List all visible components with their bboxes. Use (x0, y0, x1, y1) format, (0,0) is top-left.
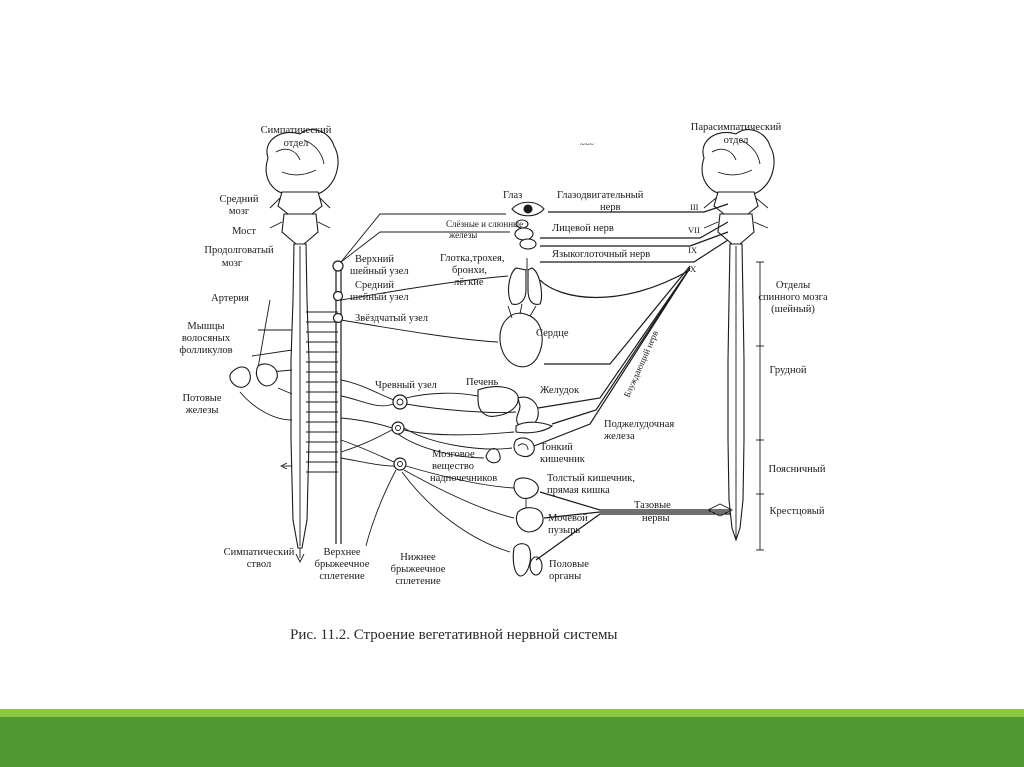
pancreas-label-1: Поджелудочная (604, 419, 674, 430)
pelvic-nerves-label-2: нервы (642, 513, 670, 524)
medulla-label-1: Продолговатый (204, 245, 274, 256)
throat-label-2: бронхи, (452, 265, 487, 276)
small-intestine (513, 437, 535, 458)
hair-muscles-label-1: Мышцы (187, 321, 224, 332)
sympathetic-brain (265, 129, 339, 245)
oculomotor-nerve-label-1: Глазодвигательный (557, 190, 644, 201)
nerve-numeral-x: X (690, 264, 696, 274)
eye-label: Глаз (503, 190, 522, 201)
bladder-label-1: Мочевой (548, 513, 588, 524)
pelvic-nerves-label-1: Тазовые (634, 500, 671, 511)
facial-nerve-label: Лицевой нерв (552, 223, 614, 234)
footer-accent-stripe (0, 709, 1024, 717)
sweat-glands-label-2: железы (184, 405, 218, 416)
preganglionic-fibers (340, 379, 395, 467)
midbrain-label-1: Средний (220, 194, 259, 205)
nerve-numeral-vii: VII (688, 225, 700, 235)
oculomotor-nerve-label-2: нерв (600, 202, 621, 213)
celiac-ganglion-label: Чревный узел (375, 380, 437, 391)
heart (499, 303, 543, 368)
sacral-section-label: Крестцовый (770, 506, 825, 517)
spinal-sections-label-3: (шейный) (771, 304, 815, 315)
sup-mesenteric-label-1: Верхнее (323, 547, 360, 558)
sympathetic-title-1: Симпатический (261, 125, 332, 136)
liver (477, 386, 519, 417)
autonomic-nervous-system-diagram: ~~~ Симпатический отдел Средний мозг Мос… (179, 122, 828, 643)
stellate-ganglion-label: Звёздчатый узел (355, 313, 428, 324)
bladder (515, 507, 544, 533)
ganglion-chain (306, 311, 338, 473)
hair-muscles-label-2: волосяных (182, 333, 231, 344)
scan-mark: ~~~ (580, 139, 594, 149)
inf-mesenteric-label-1: Нижнее (400, 552, 436, 563)
genital-organs (512, 543, 543, 577)
small-intestine-label-2: кишечник (540, 454, 586, 465)
genital-label-2: органы (549, 571, 581, 582)
adrenal-label-2: вещество (432, 461, 474, 472)
upper-cervical-ganglion-label-1: Верхний (355, 254, 394, 265)
footer-bar (0, 717, 1024, 767)
genital-label-1: Половые (549, 559, 589, 570)
colon-rectum (513, 477, 539, 508)
figure-caption: Рис. 11.2. Строение вегетативной нервной… (290, 627, 618, 643)
adrenal-label-1: Мозговое (432, 449, 475, 460)
parasympathetic-nerves (533, 203, 734, 561)
throat-label-3: лёгкие (454, 277, 484, 288)
glands-label-2: железы (448, 230, 477, 240)
eye (511, 201, 545, 217)
hair-muscles-label-3: фолликулов (179, 345, 232, 356)
artery-label: Артерия (211, 293, 249, 304)
colon-label-2: прямая кишка (547, 485, 610, 496)
lacrimal-salivary-glands (514, 219, 537, 250)
glossopharyngeal-nerve-label: Языкоглоточный нерв (552, 249, 650, 260)
spinal-section-brackets (756, 261, 764, 551)
spinal-sections-label-1: Отделы (776, 280, 810, 291)
lungs (507, 258, 543, 305)
medulla-label-2: мозг (222, 258, 243, 269)
heart-label: Сердце (536, 328, 569, 339)
colon-label-1: Толстый кишечник, (547, 473, 635, 484)
lumbar-section-label: Поясничный (769, 464, 826, 475)
liver-label: Печень (466, 377, 499, 388)
pancreas-label-2: железа (603, 431, 635, 442)
inf-mesenteric-label-3: сплетение (395, 576, 441, 587)
adrenal-label-3: надпочечников (430, 473, 497, 484)
bladder-label-2: пузырь (548, 525, 580, 536)
middle-cervical-ganglion-label-2: шейный узел (350, 292, 409, 303)
thoracic-section-label: Грудной (770, 365, 807, 376)
parasympathetic-title-2: отдел (724, 135, 749, 146)
nerve-numeral-ix: IX (688, 245, 697, 255)
sympathetic-trunk-label-1: Симпатический (224, 547, 295, 558)
abdominal-ganglia (391, 394, 408, 471)
pons-label: Мост (232, 226, 256, 237)
small-intestine-label-1: Тонкий (540, 442, 573, 453)
midbrain-label-2: мозг (229, 206, 250, 217)
spinal-sections-label-2: спинного мозга (758, 292, 828, 303)
sympathetic-trunk (332, 260, 344, 544)
middle-cervical-ganglion-label-1: Средний (355, 280, 394, 291)
glands-label-1: Слёзные и слюнные (446, 219, 523, 229)
sympathetic-postganglionic (340, 213, 517, 553)
nerve-numeral-iii: III (690, 202, 699, 212)
parasympathetic-brain (701, 129, 775, 245)
skin-efferents (229, 299, 305, 564)
pancreas (515, 421, 554, 434)
adrenal-medulla (485, 447, 501, 464)
sympathetic-trunk-label-2: ствол (247, 559, 272, 570)
parasympathetic-title-1: Парасимпатический (691, 122, 782, 133)
sympathetic-title-2: отдел (284, 138, 309, 149)
sup-mesenteric-label-2: брыжеечное (315, 559, 370, 570)
stomach-label: Желудок (540, 385, 580, 396)
sweat-glands-label-1: Потовые (182, 393, 221, 404)
throat-label-1: Глотка,трохея, (440, 253, 505, 264)
inf-mesenteric-label-2: брыжеечное (391, 564, 446, 575)
sup-mesenteric-label-3: сплетение (319, 571, 365, 582)
upper-cervical-ganglion-label-2: шейный узел (350, 266, 409, 277)
